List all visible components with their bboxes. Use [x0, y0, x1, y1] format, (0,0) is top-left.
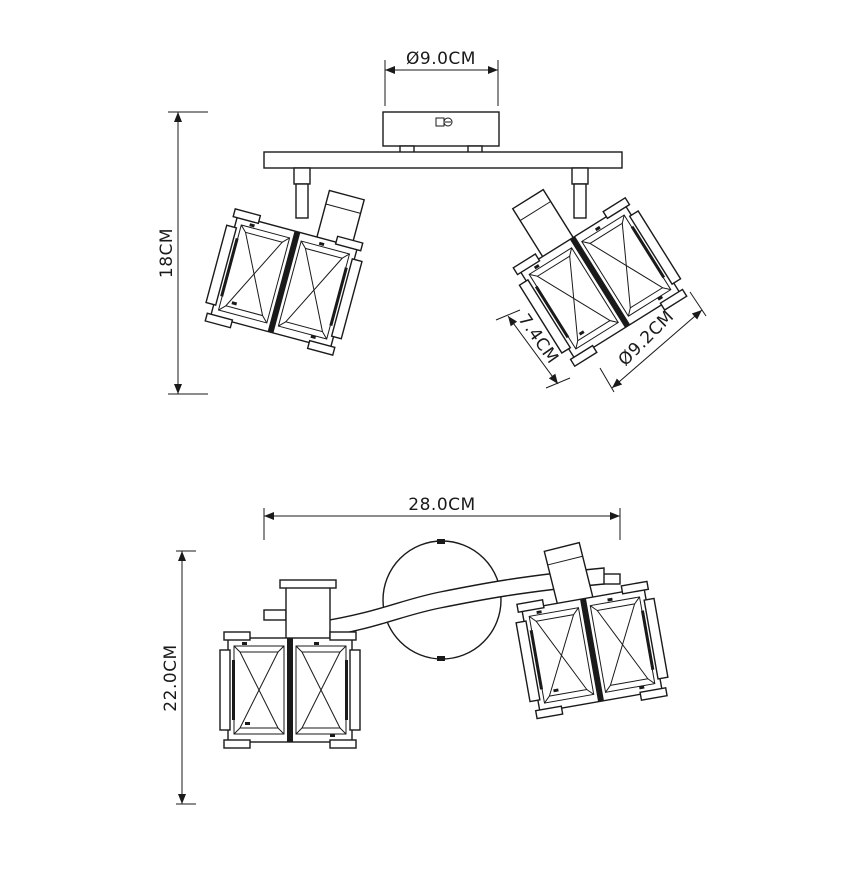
- dimension-base-diameter: Ø9.0CM: [384, 49, 499, 106]
- total-depth-label: 22.0CM: [161, 644, 181, 711]
- front-view: Ø9.0CM 18CM 7.4CM Ø9.2CM: [157, 49, 707, 395]
- ceiling-base-plate: [382, 111, 500, 147]
- base-diameter-label: Ø9.0CM: [406, 49, 476, 69]
- top-view: 28.0CM 22.0CM: [161, 495, 672, 805]
- dimension-total-width: 28.0CM: [263, 495, 621, 540]
- dimension-height: 18CM: [157, 111, 208, 395]
- height-label: 18CM: [157, 228, 177, 278]
- total-width-label: 28.0CM: [408, 495, 475, 515]
- dimension-total-depth: 22.0CM: [161, 550, 196, 805]
- left-spotlight-front: [200, 167, 368, 357]
- curved-bar: [317, 567, 605, 639]
- mounting-bar: [263, 151, 623, 169]
- left-spotlight-top: [219, 579, 361, 749]
- right-spotlight-front: [509, 167, 691, 369]
